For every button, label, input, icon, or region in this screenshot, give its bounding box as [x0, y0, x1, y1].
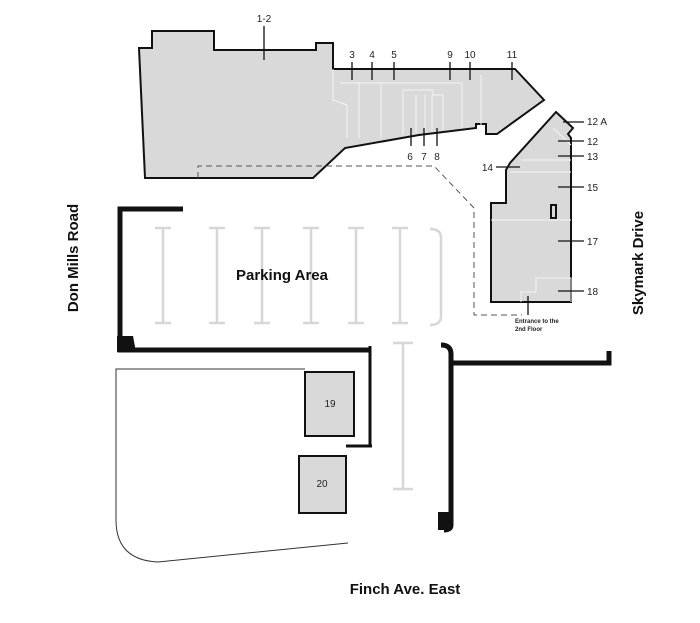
- unit-label-15: 15: [587, 183, 599, 194]
- unit-label-7: 7: [421, 152, 427, 163]
- entrance-note-line2: 2nd Floor: [515, 327, 543, 333]
- unit-label-5: 5: [391, 50, 397, 61]
- pad-building-19[interactable]: [304, 371, 355, 437]
- unit-label-3: 3: [349, 50, 355, 61]
- unit-label-12: 12: [587, 137, 599, 148]
- unit-label-11: 11: [507, 50, 518, 61]
- south-lot-outline: [115, 368, 349, 563]
- unit-label-9: 9: [447, 50, 453, 61]
- unit-label-8: 8: [434, 152, 440, 163]
- unit-label-17: 17: [587, 237, 599, 248]
- unit-ticks: [263, 26, 584, 315]
- east-building-interior: [491, 127, 572, 302]
- pad-building-20[interactable]: [298, 455, 347, 514]
- parking-stalls: [155, 226, 443, 491]
- main-building-interior: [332, 69, 482, 138]
- unit-label-4: 4: [369, 50, 375, 61]
- unit-label-1-2: 1-2: [257, 14, 272, 25]
- road-label-skymark: Skymark Drive: [630, 211, 647, 315]
- road-label-finch: Finch Ave. East: [350, 581, 461, 598]
- unit-label-14: 14: [482, 163, 494, 174]
- unit-label-18: 18: [587, 287, 599, 298]
- walkway-outline: [197, 165, 522, 316]
- unit-label-13: 13: [587, 152, 599, 163]
- unit-label-10: 10: [464, 50, 476, 61]
- curbs: [117, 206, 612, 533]
- unit-label-19: 19: [324, 399, 336, 410]
- parking-area-label: Parking Area: [236, 267, 329, 284]
- east-building-notch: [550, 204, 557, 219]
- main-building[interactable]: [137, 30, 546, 179]
- unit-label-6: 6: [407, 152, 413, 163]
- road-label-don-mills: Don Mills Road: [65, 204, 82, 312]
- entrance-note-line1: Entrance to the: [515, 319, 559, 325]
- unit-label-12a: 12 A: [587, 117, 607, 128]
- unit-label-20: 20: [316, 479, 328, 490]
